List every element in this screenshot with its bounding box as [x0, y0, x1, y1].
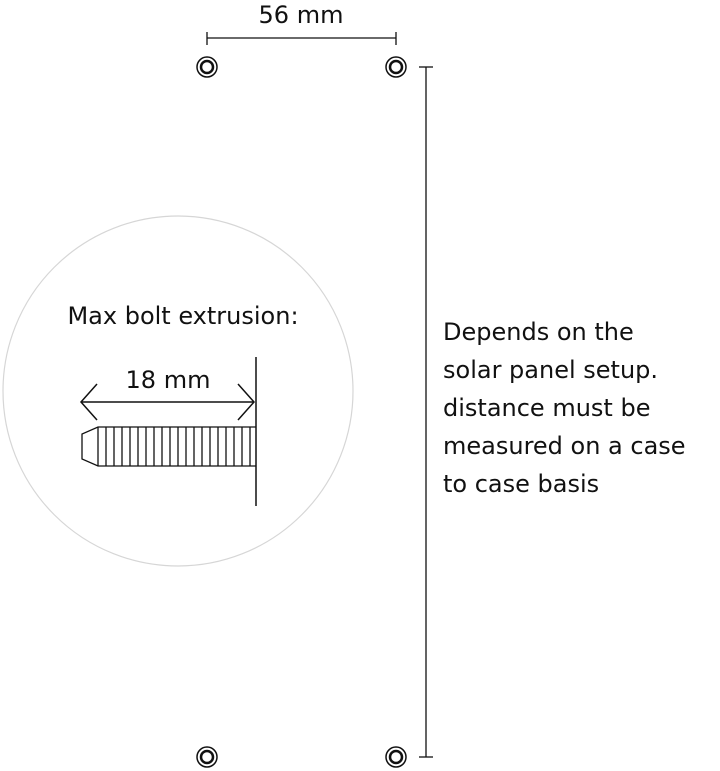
- bolt-extrusion-label: 18 mm: [126, 366, 211, 394]
- mounting-hole-top-left: [196, 56, 218, 78]
- distance-note-line: Depends on the: [443, 318, 634, 346]
- mounting-hole-top-right: [385, 56, 407, 78]
- distance-note-line: solar panel setup.: [443, 356, 658, 384]
- distance-note-line: to case basis: [443, 470, 599, 498]
- arrow-left-icon: [79, 383, 98, 421]
- arrow-right-icon: [237, 383, 256, 421]
- bolt-extrusion-dimension: [79, 383, 256, 421]
- distance-note-line: distance must be: [443, 394, 650, 422]
- bolt-icon: [81, 426, 256, 467]
- hole-spacing-dimension: [206, 32, 397, 45]
- mounting-hole-bottom-right: [385, 746, 407, 768]
- hole-spacing-label: 56 mm: [259, 1, 344, 29]
- bolt-detail-inset: [2, 215, 354, 567]
- mounting-hole-bottom-left: [196, 746, 218, 768]
- distance-note: Depends on the solar panel setup. distan…: [443, 318, 693, 498]
- bolt-outline: [81, 426, 256, 467]
- inset-title: Max bolt extrusion:: [67, 302, 298, 330]
- vertical-distance-dimension: [419, 66, 433, 758]
- distance-note-line: measured on a case: [443, 432, 686, 460]
